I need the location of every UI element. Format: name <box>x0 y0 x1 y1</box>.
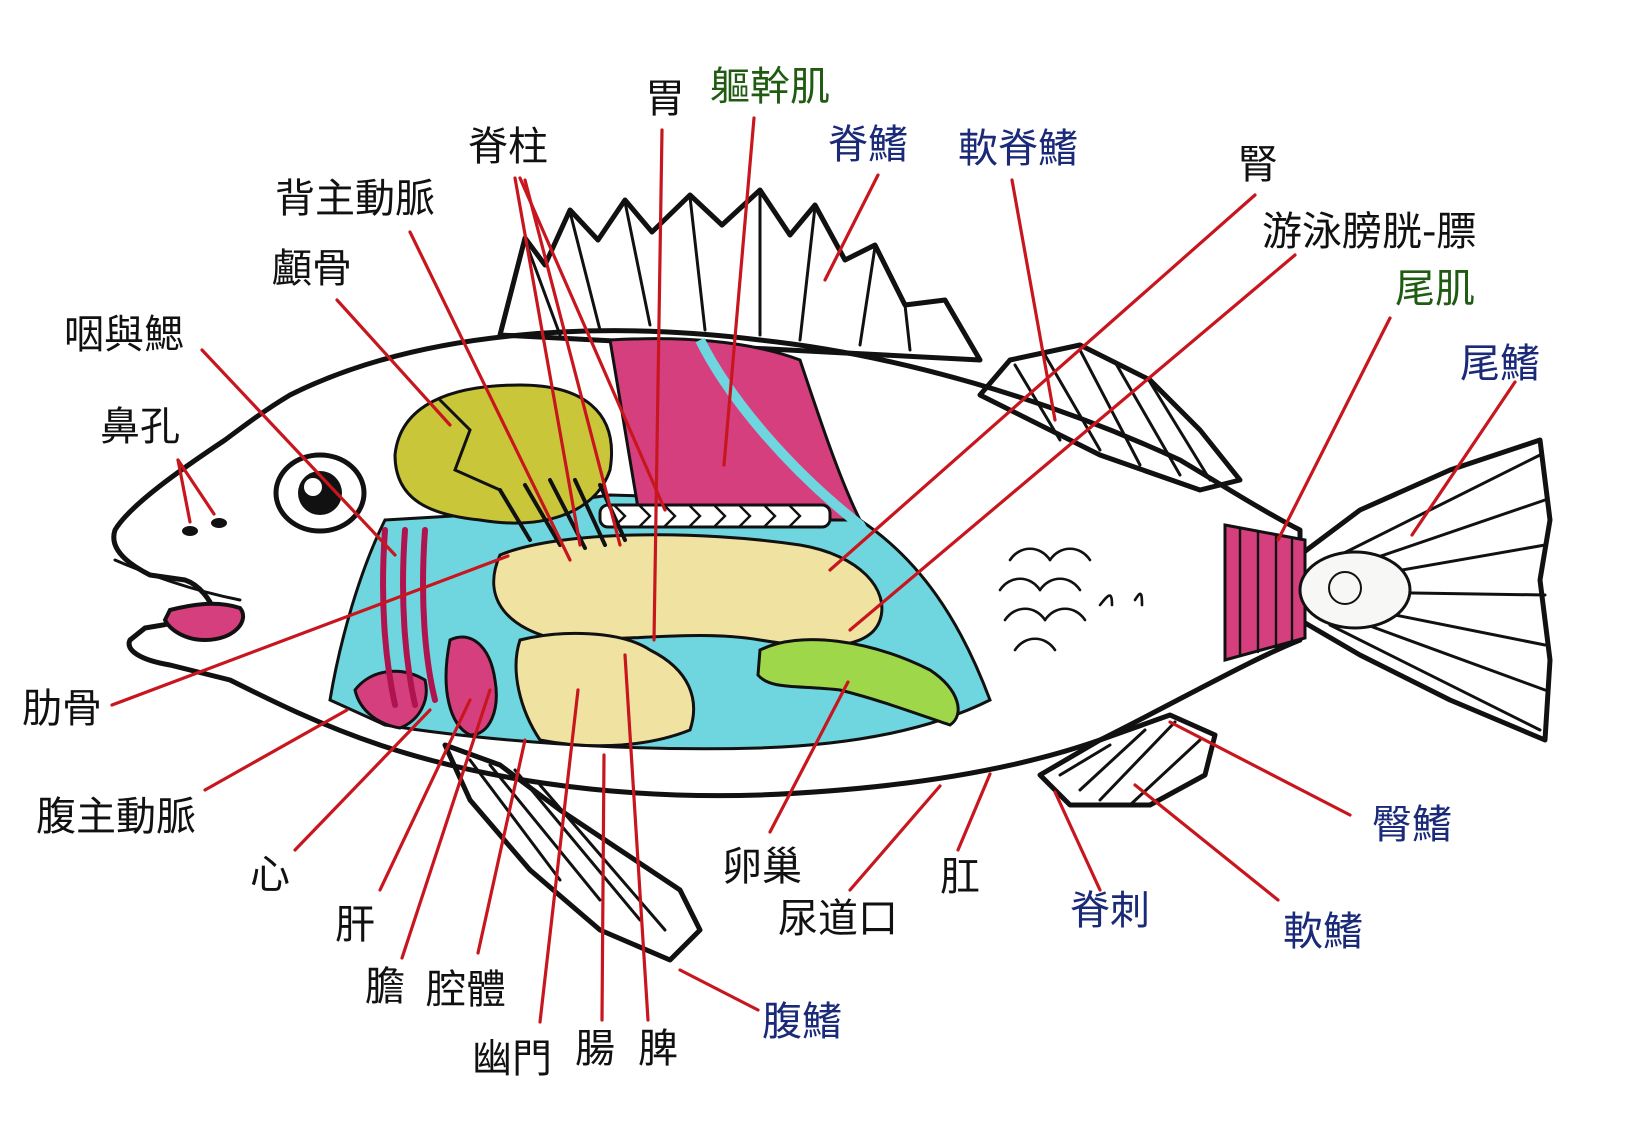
caudal-fin <box>1297 437 1553 743</box>
label-skull: 顱骨 <box>272 246 352 292</box>
label-soft-dorsal-fin: 軟脊鰭 <box>958 126 1078 172</box>
label-anus: 肛 <box>940 854 980 900</box>
eye <box>273 452 367 534</box>
spine <box>598 503 832 529</box>
ovary <box>756 638 960 727</box>
spiny-dorsal-rays <box>523 190 912 352</box>
label-caudal-fin: 尾鰭 <box>1460 341 1540 387</box>
scales <box>998 547 1144 652</box>
pelvic-fin <box>442 742 703 963</box>
label-pharynx-gills: 咽與鰓 <box>64 312 184 358</box>
label-nostril: 鼻孔 <box>100 404 180 450</box>
label-pelvic-fin: 腹鰭 <box>762 999 842 1045</box>
nostril-front <box>182 526 198 536</box>
skull <box>393 383 613 525</box>
label-intestine: 腸 <box>575 1026 615 1072</box>
gills <box>380 527 438 708</box>
label-swim-bladder: 游泳膀胱-膘 <box>1262 209 1476 255</box>
spiny-dorsal-fin <box>497 187 983 363</box>
ribs <box>498 478 627 550</box>
mouth <box>162 601 246 643</box>
label-kidney: 腎 <box>1238 142 1278 188</box>
label-ovary: 卵巢 <box>722 844 802 890</box>
swim-bladder <box>492 533 884 648</box>
label-body-cavity: 腔體 <box>426 967 506 1013</box>
label-stomach: 胃 <box>645 76 685 122</box>
intestine <box>514 631 696 748</box>
label-ribs: 肋骨 <box>22 686 102 732</box>
nostril-back <box>211 518 227 528</box>
label-ventral-aorta: 腹主動脈 <box>36 794 196 840</box>
label-vertebral-column: 脊柱 <box>468 124 548 170</box>
label-trunk-muscle: 軀幹肌 <box>710 64 830 110</box>
leader-lines <box>110 116 1517 1024</box>
label-dorsal-aorta: 背主動脈 <box>275 176 435 222</box>
label-urinary-opening: 尿道口 <box>778 896 898 942</box>
label-soft-ray: 軟鰭 <box>1283 909 1363 955</box>
label-spleen: 脾 <box>638 1026 678 1072</box>
soft-dorsal-fin <box>977 342 1243 493</box>
tail-muscle <box>1223 523 1307 662</box>
label-liver: 肝 <box>335 902 375 948</box>
label-pylorus: 幽門 <box>472 1036 552 1082</box>
tail-base <box>1298 550 1412 630</box>
label-anal-fin: 臀鰭 <box>1372 802 1452 848</box>
anal-fin-rays <box>1058 720 1202 807</box>
label-spiny-dorsal-fin: 脊鰭 <box>828 122 908 168</box>
label-gallbladder: 膽 <box>365 964 405 1010</box>
label-heart: 心 <box>250 852 290 898</box>
label-spine-ray: 脊刺 <box>1070 888 1150 934</box>
label-tail-muscle: 尾肌 <box>1395 266 1475 312</box>
